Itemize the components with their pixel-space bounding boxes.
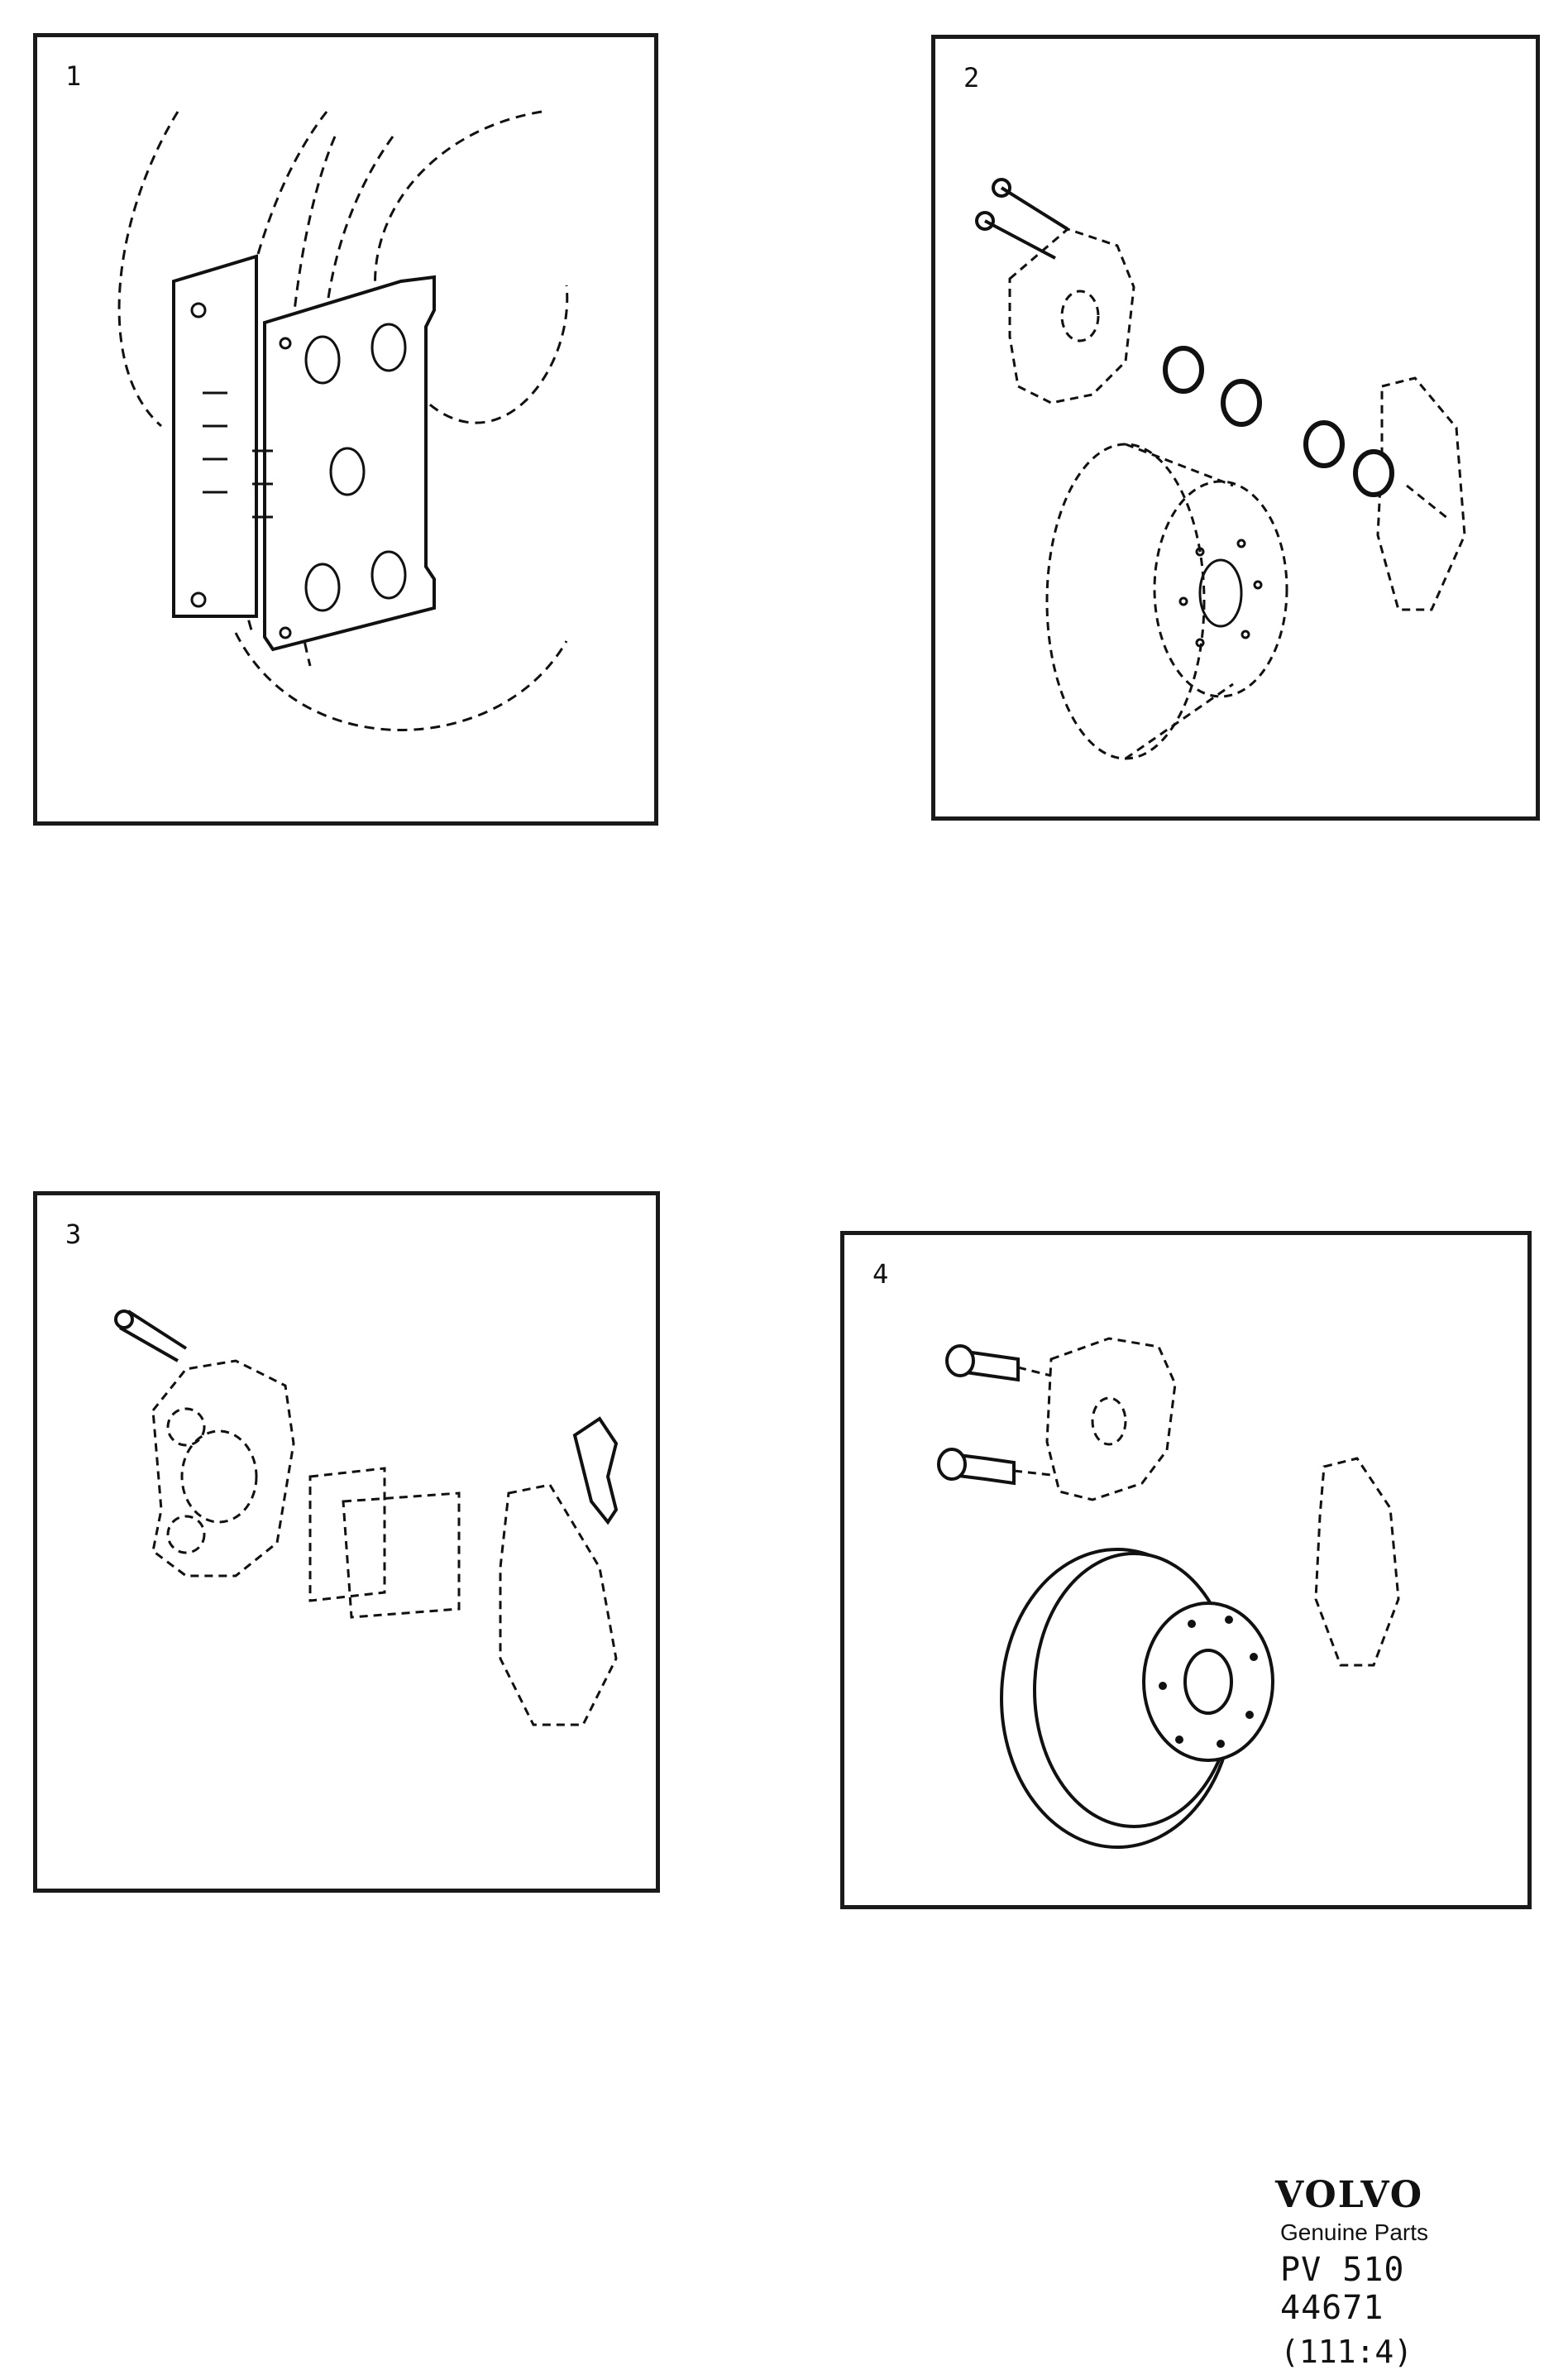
diagram-panel-2: 2 [931,35,1540,821]
brand-tagline: Genuine Parts [1280,2219,1428,2245]
diagram-panel-3: 3 [33,1191,660,1893]
panel-number: 4 [872,1258,889,1290]
reference-code: (111:4) [1280,2334,1413,2370]
panel-number: 1 [65,60,82,92]
brake-pad-illustration [117,110,569,731]
brand-logo: VOLVO [1275,2174,1424,2216]
part-number: PV 510 44671 [1280,2251,1405,2327]
caliper-bolt-disc-illustration [937,1337,1400,1849]
panel-number: 2 [963,62,980,93]
diagram-panel-1: 1 [33,33,658,826]
publication-footer: VOLVO Genuine Parts PV 510 44671 (111:4) [1274,2174,1522,2370]
caliper-pad-clip-illustration [114,1309,619,1726]
panel-number: 3 [65,1219,82,1250]
diagram-panel-4: 4 [840,1231,1532,1909]
caliper-seal-disc-illustration [975,178,1466,760]
